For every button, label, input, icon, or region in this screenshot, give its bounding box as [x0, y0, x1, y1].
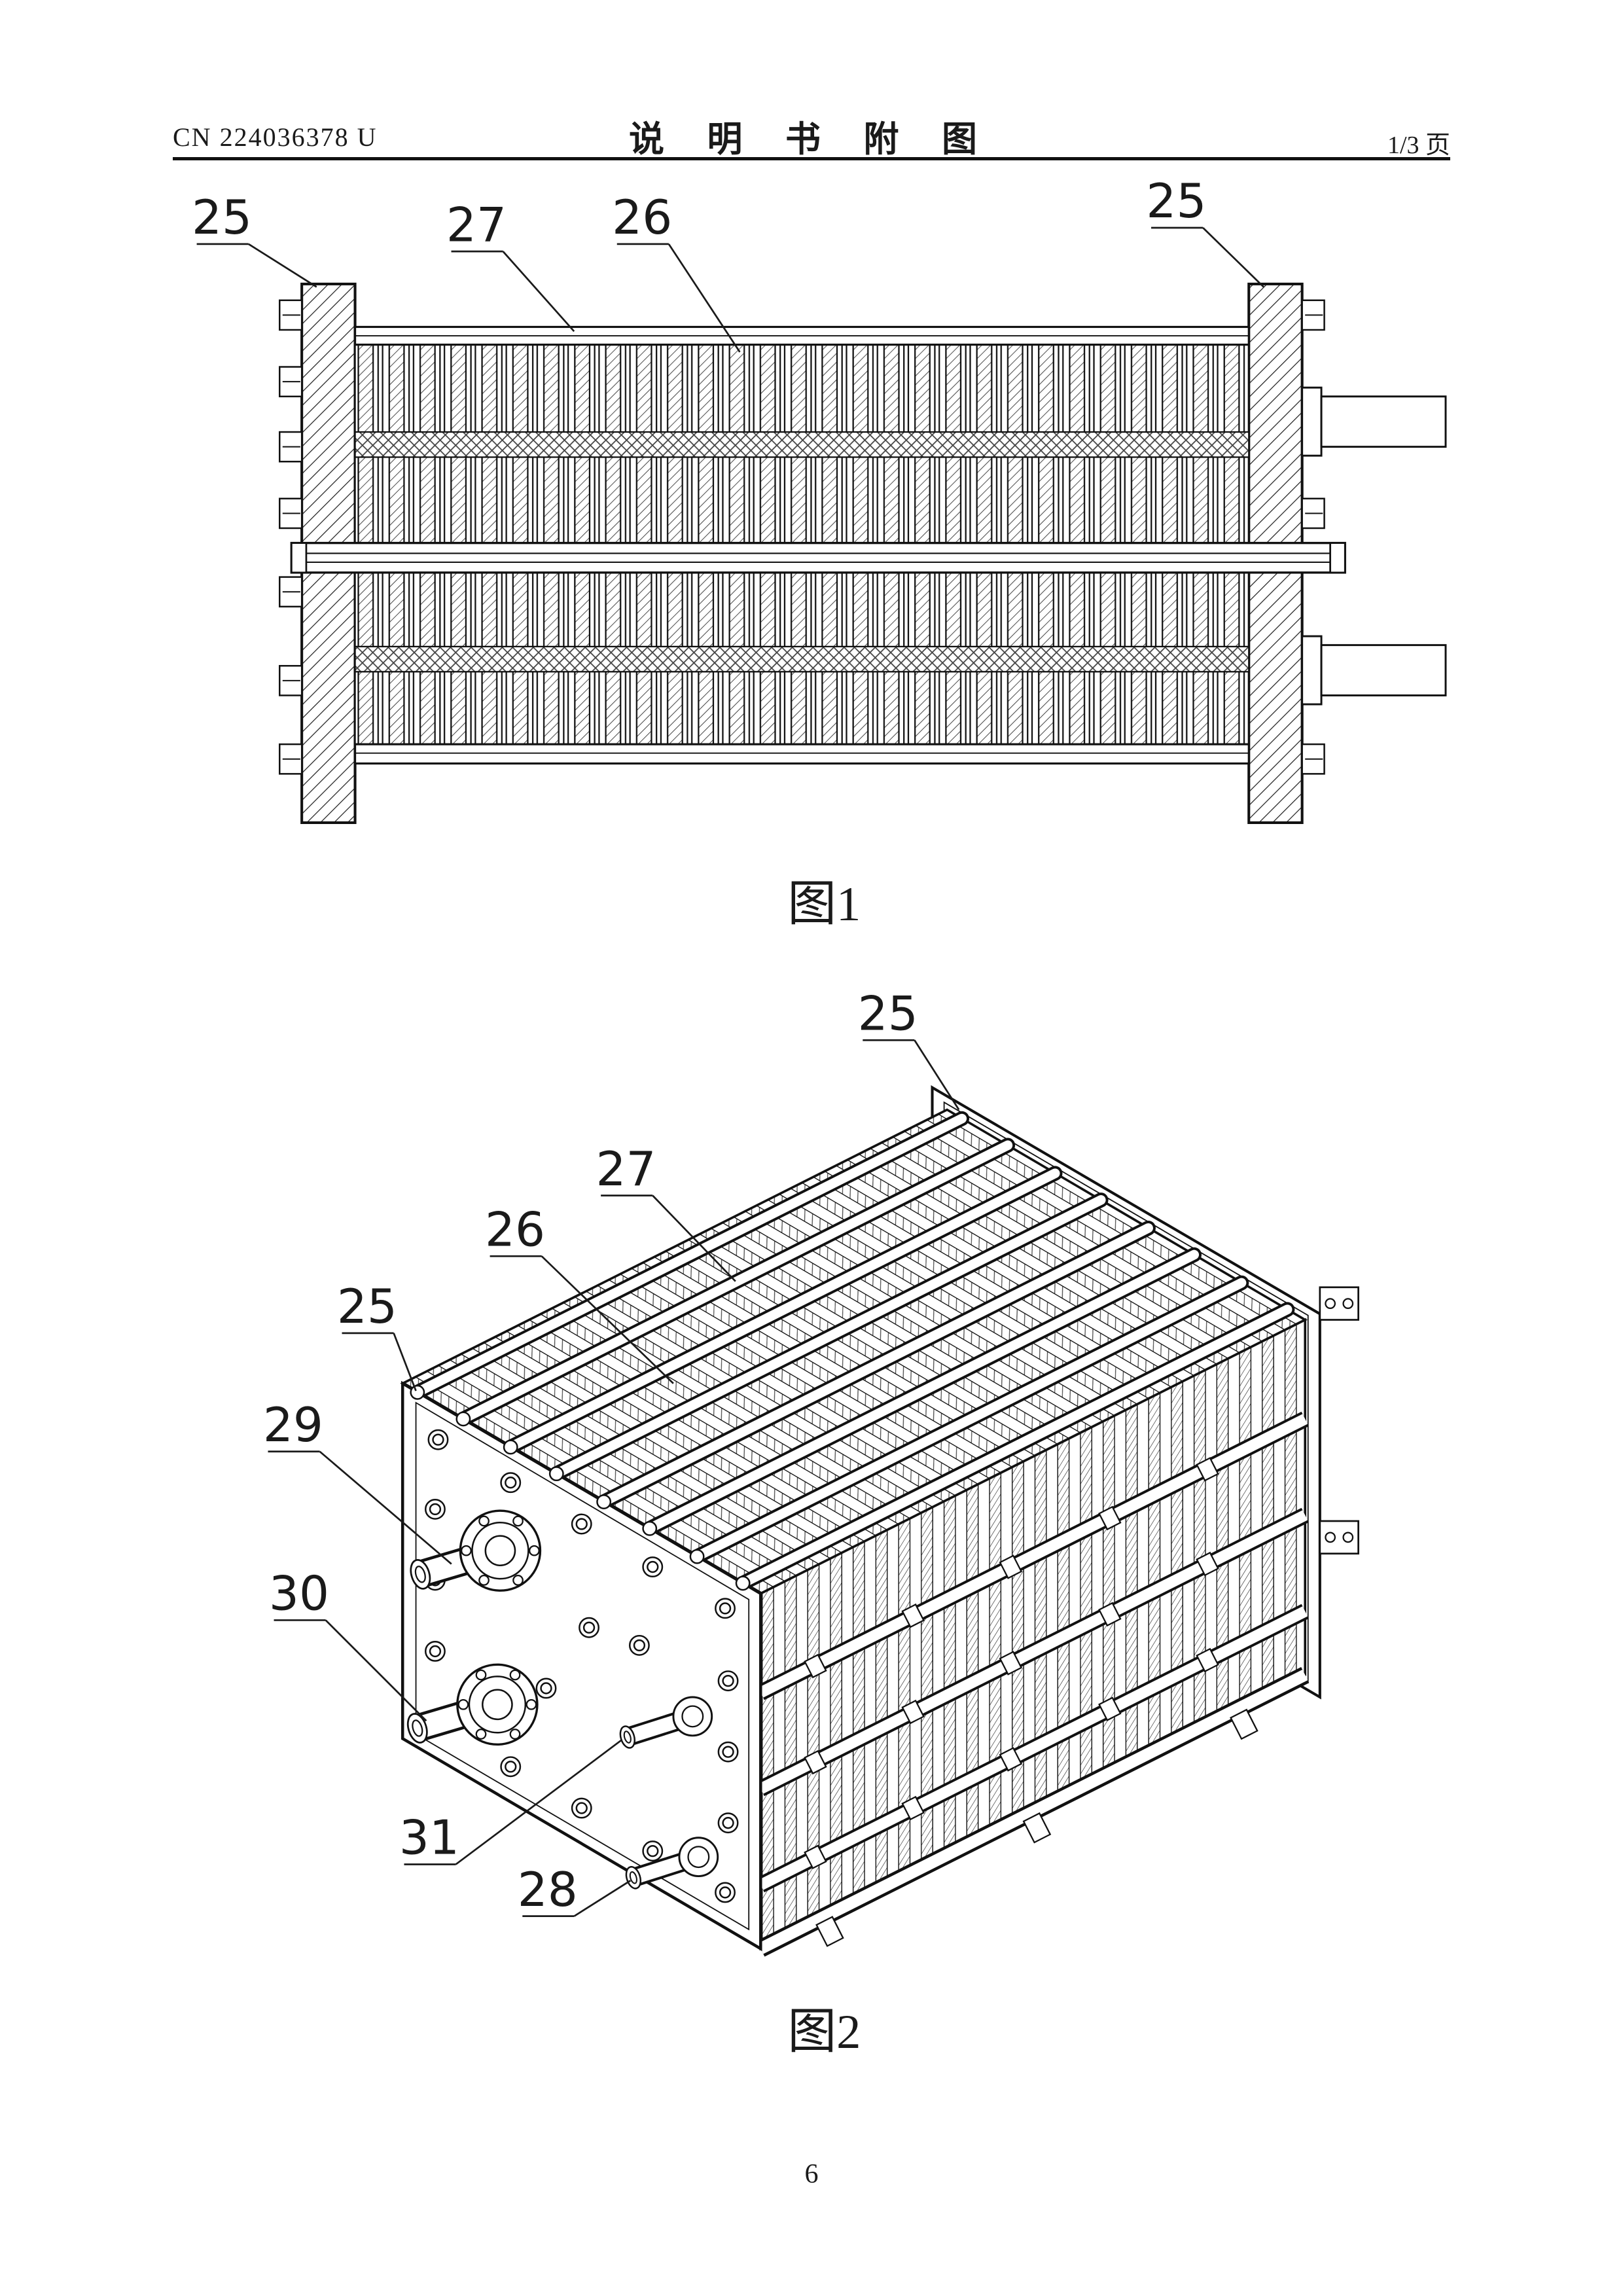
fig2-bottom-rail: [757, 1666, 1310, 1957]
fig1-upper-mesh-band: [354, 431, 1250, 458]
fig2-label-28: 28: [518, 1863, 632, 1918]
fig2-nozzle-28: [625, 1837, 719, 1890]
svg-text:25: 25: [337, 1280, 397, 1335]
figure2-caption: 图2: [788, 2005, 861, 2059]
svg-text:27: 27: [446, 198, 507, 253]
fig2-label-27: 27: [596, 1142, 736, 1282]
fig2-rail-nuts: [804, 1457, 1219, 1869]
fig2-label-25-front: 25: [337, 1280, 417, 1391]
figure2-drawing: 25 27 26 25 29 30 31: [263, 986, 1359, 2059]
fig2-label-30: 30: [269, 1567, 427, 1722]
svg-text:26: 26: [612, 190, 672, 245]
svg-text:28: 28: [518, 1863, 578, 1918]
fig1-label-25-left: 25: [192, 190, 317, 288]
svg-text:26: 26: [485, 1202, 545, 1257]
page-indicator: 1/3 页: [1387, 132, 1450, 159]
svg-text:29: 29: [263, 1398, 323, 1453]
svg-text:30: 30: [269, 1567, 329, 1622]
fig2-label-25-back: 25: [858, 986, 960, 1111]
fig1-label-25-right: 25: [1146, 177, 1264, 288]
fig2-side-rails: [757, 1411, 1309, 1893]
svg-text:27: 27: [596, 1142, 656, 1197]
fig1-lower-mesh-band: [354, 645, 1250, 673]
fig2-tie-rods: [410, 1111, 1295, 1591]
fig1-middle-frame: [290, 541, 1346, 574]
svg-text:25: 25: [858, 986, 918, 1041]
svg-text:25: 25: [1146, 177, 1206, 229]
figure1-caption: 图1: [787, 878, 861, 931]
svg-text:31: 31: [399, 1811, 459, 1866]
page-number: 6: [804, 2159, 819, 2189]
fig2-port-29: [410, 1509, 542, 1592]
fig1-outlet-pipes: [1301, 386, 1447, 706]
fig2-rod-caps: [410, 1384, 751, 1591]
header-rule: [173, 157, 1450, 160]
figure1-drawing: 25 27 26 25 图1: [192, 177, 1447, 931]
patent-number: CN 224036378 U: [173, 122, 378, 152]
fig1-top-rail: [353, 325, 1250, 346]
fig2-label-31: 31: [399, 1739, 622, 1866]
fig1-label-27: 27: [446, 198, 575, 332]
fig2-label-29: 29: [263, 1398, 452, 1565]
fig1-label-26: 26: [612, 190, 741, 353]
page-title: 说 明 书 附 图: [629, 120, 994, 159]
fig2-label-26: 26: [485, 1202, 674, 1384]
fig2-nozzle-31: [619, 1696, 713, 1749]
fig2-port-30: [406, 1663, 539, 1746]
svg-text:25: 25: [192, 190, 252, 245]
fig1-bottom-rail: [353, 743, 1250, 765]
